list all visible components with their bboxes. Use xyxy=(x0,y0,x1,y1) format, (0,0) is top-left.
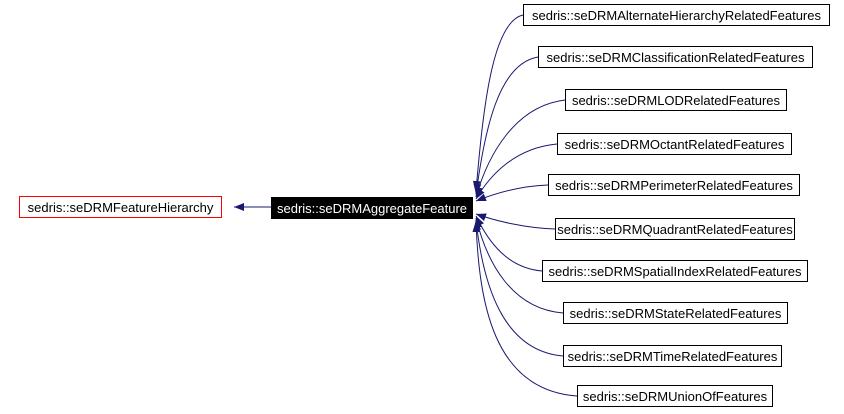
edge-lod-to-focus xyxy=(474,99,566,198)
edge-unionof-to-focus xyxy=(472,221,578,397)
node-derived-alternatehierarchy[interactable]: sedris::seDRMAlternateHierarchyRelatedFe… xyxy=(523,4,830,26)
node-derived-perimeter[interactable]: sedris::seDRMPerimeterRelatedFeatures xyxy=(548,174,800,196)
node-derived-octant[interactable]: sedris::seDRMOctantRelatedFeatures xyxy=(557,133,792,155)
edge-octant-to-focus xyxy=(475,143,558,200)
node-focus-class: sedris::seDRMAggregateFeature xyxy=(271,197,473,219)
edge-time-to-focus xyxy=(473,219,564,357)
node-derived-lod[interactable]: sedris::seDRMLODRelatedFeatures xyxy=(565,89,787,111)
node-derived-time[interactable]: sedris::seDRMTimeRelatedFeatures xyxy=(563,345,782,367)
edge-alternatehierarchy-to-focus xyxy=(472,14,524,192)
edge-perimeter-to-focus xyxy=(475,184,549,202)
edge-quadrant-to-focus xyxy=(475,213,556,230)
node-derived-unionof[interactable]: sedris::seDRMUnionOfFeatures xyxy=(577,385,773,407)
edge-classification-to-focus xyxy=(473,56,539,195)
node-derived-classification[interactable]: sedris::seDRMClassificationRelatedFeatur… xyxy=(538,46,813,68)
node-derived-state[interactable]: sedris::seDRMStateRelatedFeatures xyxy=(563,302,788,324)
node-derived-quadrant[interactable]: sedris::seDRMQuadrantRelatedFeatures xyxy=(555,218,795,240)
node-derived-spatialindex[interactable]: sedris::seDRMSpatialIndexRelatedFeatures xyxy=(542,260,808,282)
edge-state-to-focus xyxy=(474,217,564,314)
node-base-class[interactable]: sedris::seDRMFeatureHierarchy xyxy=(19,196,222,218)
edge-spatialindex-to-focus xyxy=(475,215,543,272)
